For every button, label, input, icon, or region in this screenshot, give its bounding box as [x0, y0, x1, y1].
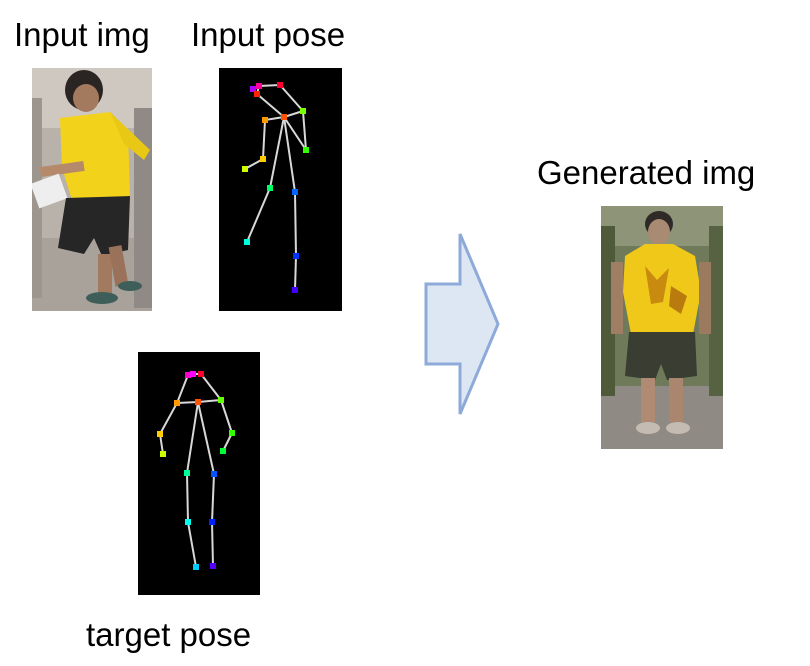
- right-arrow-icon: [420, 228, 506, 420]
- generated-img-label: Generated img: [537, 154, 756, 191]
- pose-skeleton: [157, 371, 235, 570]
- generated-image: [601, 206, 723, 449]
- target-pose-image: [138, 352, 260, 595]
- person-photo: [601, 206, 723, 449]
- input-image: [32, 68, 152, 311]
- target-pose-label: target pose: [86, 616, 252, 653]
- input-img-label: Input img: [14, 16, 150, 53]
- input-pose-label: Input pose: [191, 16, 346, 53]
- person-photo: [32, 68, 152, 311]
- input-pose-image: [219, 68, 342, 311]
- pose-skeleton: [242, 82, 309, 293]
